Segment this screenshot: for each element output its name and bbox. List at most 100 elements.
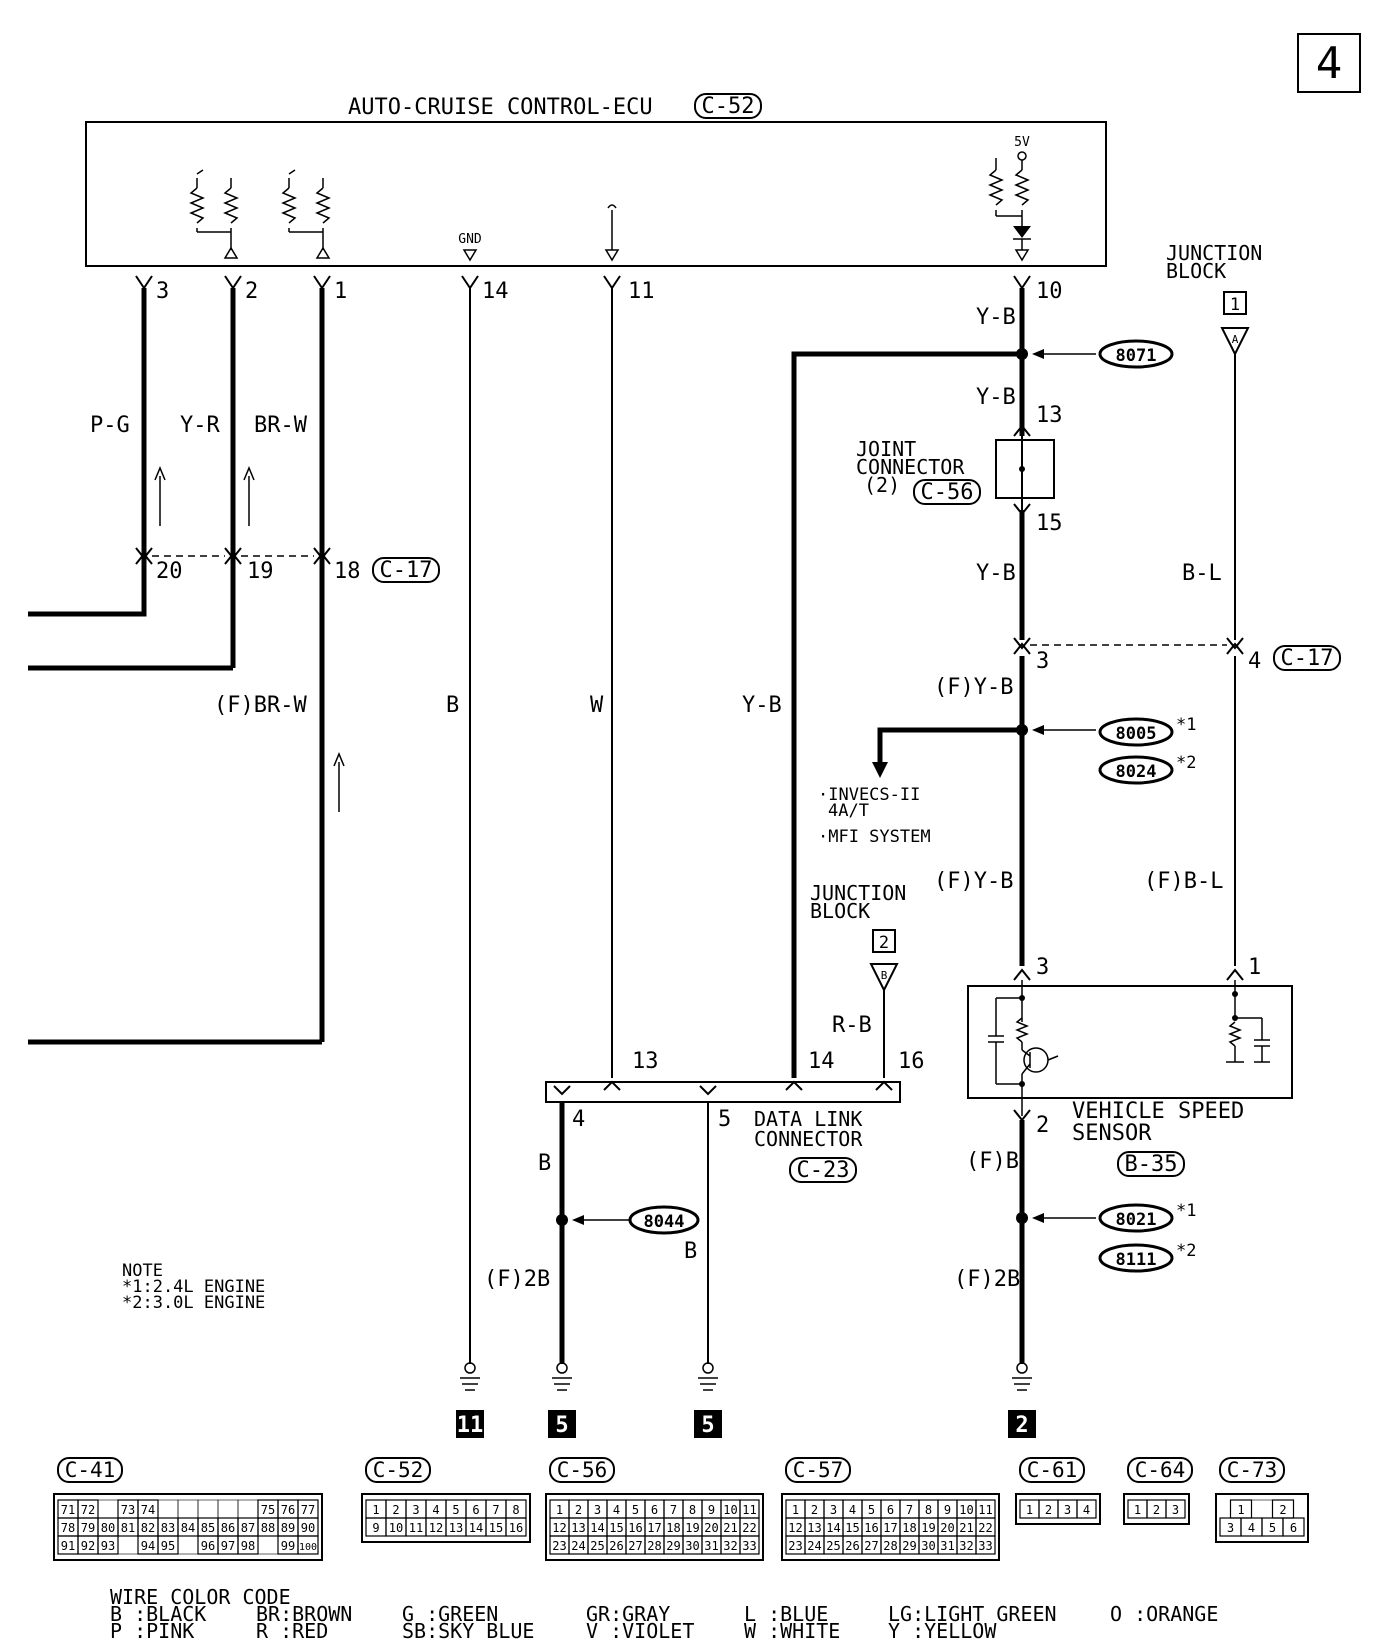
dlc-pin-13: 13: [632, 1049, 659, 1074]
wire-label-y-b-top: Y-B: [976, 305, 1016, 330]
connector-pin-c-52-12: 12: [429, 1521, 443, 1535]
connector-view-tag-c-73: [1219, 1457, 1285, 1483]
connector-pin-c-57-27: 27: [864, 1539, 878, 1553]
connector-cavity-empty: [257, 1535, 279, 1555]
wire-label-front-y-b-upper: (F)Y-B: [934, 675, 1013, 700]
wire-label-br-w: BR-W: [254, 413, 308, 438]
splice-8111-label: 8111: [1116, 1250, 1157, 1270]
connector-view-tag-c-57: [785, 1457, 851, 1483]
connector-view-housing-c-64: [1123, 1493, 1190, 1525]
connector-pin-c-41-77: 77: [301, 1503, 315, 1517]
branch-dest-invecs: ·INVECS-II: [818, 785, 920, 805]
connector-pin-c-57-6: 6: [887, 1503, 894, 1517]
connector-pin-c-52-15: 15: [489, 1521, 503, 1535]
connector-cavity-empty: [117, 1535, 139, 1555]
connector-pin-c-57-23: 23: [788, 1539, 802, 1553]
connector-pin-c-41-86: 86: [221, 1521, 235, 1535]
ecu-gnd-label: GND: [458, 232, 482, 247]
wire-pin10-trunk: Y-B Y-B Y-B (F)Y-B (F)Y-B: [934, 288, 1025, 966]
connector-pin-c-57-19: 19: [921, 1521, 935, 1535]
color-p: P :PINK: [110, 1619, 194, 1640]
splice-8021-label: 8021: [1116, 1210, 1157, 1230]
connector-pin-c-41-81: 81: [121, 1521, 135, 1535]
connector-cavity: [1076, 1499, 1097, 1519]
connector-view-name-c-52: C-52: [373, 1458, 424, 1482]
connector-pin-c-56-31: 31: [704, 1539, 718, 1553]
color-r: R :RED: [256, 1619, 328, 1640]
ground-5a: 5: [548, 1362, 576, 1438]
wire-label-y-b-branch: Y-B: [742, 693, 782, 718]
wire-label-b: B: [446, 693, 459, 718]
vss-label-line2: SENSOR: [1072, 1121, 1152, 1146]
junction-block-2: JUNCTION BLOCK 2 B R-B: [810, 881, 906, 1078]
wire-label-y-r: Y-R: [180, 413, 220, 438]
connector-pin-c-56-25: 25: [590, 1539, 604, 1553]
color-v: V :VIOLET: [586, 1619, 694, 1640]
splice-8071-branch: 8071 Y-B: [742, 339, 1174, 1078]
connector-cavity-empty: [97, 1499, 119, 1519]
connector-pin-c-57-33: 33: [978, 1539, 992, 1553]
connector-pin-c-57-3: 3: [830, 1503, 837, 1517]
signal-direction-arrows: [154, 466, 345, 812]
connector-pin-c-41-74: 74: [141, 1503, 155, 1517]
connector-pin-c-52-5: 5: [452, 1503, 459, 1517]
ecu-pin-1: 1: [334, 279, 347, 304]
connector-cavity: [1282, 1517, 1305, 1537]
connector-pin-c-56-23: 23: [552, 1539, 566, 1553]
connector-view-housing-c-52: [361, 1493, 531, 1543]
wire-label-vss2-2b: (F)2B: [954, 1267, 1020, 1292]
connector-view-housing-c-41: [53, 1493, 323, 1561]
connector-pin-c-52-13: 13: [449, 1521, 463, 1535]
connector-pin-c-56-30: 30: [685, 1539, 699, 1553]
connector-pin-c-52-14: 14: [469, 1521, 483, 1535]
connector-cavity: [975, 1535, 996, 1555]
dlc-connector-code: C-23: [797, 1158, 850, 1183]
connector-pin-c-52-2: 2: [392, 1503, 399, 1517]
connector-pin-c-56-27: 27: [628, 1539, 642, 1553]
connector-view-housing-c-61: [1015, 1493, 1101, 1525]
connector-pin-c-41-71: 71: [61, 1503, 75, 1517]
ground-5b: 5: [694, 1362, 722, 1438]
branch-dest-4at: 4A/T: [828, 801, 869, 821]
connector-pin-c-41-84: 84: [181, 1521, 195, 1535]
splice-8005-label: 8005: [1116, 724, 1157, 744]
connector-cavity-empty: [1251, 1499, 1273, 1519]
connector-pin-c-41-94: 94: [141, 1539, 155, 1553]
connector-pin-c-56-11: 11: [742, 1503, 756, 1517]
jb2-terminal: B: [881, 969, 888, 982]
connector-pin-c-57-16: 16: [864, 1521, 878, 1535]
wire-label-w: W: [590, 693, 604, 718]
connector-pin-c-57-5: 5: [868, 1503, 875, 1517]
wire-label-front-br-w: (F)BR-W: [214, 693, 307, 718]
connector-pin-c-61-3: 3: [1064, 1503, 1071, 1517]
wire-pin1: BR-W (F)BR-W: [28, 288, 325, 1045]
connector-pin-c-41-85: 85: [201, 1521, 215, 1535]
connector-view-tag-c-56: [549, 1457, 615, 1483]
connector-pin-c-73-4: 4: [1248, 1521, 1255, 1535]
connector-pin-c-56-6: 6: [651, 1503, 658, 1517]
connector-pin-c-56-32: 32: [723, 1539, 737, 1553]
connector-pin-c-41-91: 91: [61, 1539, 75, 1553]
wire-label-p-g: P-G: [90, 413, 130, 438]
connector-pin-c-41-72: 72: [81, 1503, 95, 1517]
vss-pin-3: 3: [1036, 955, 1049, 980]
wire-dlc5: B: [684, 1102, 709, 1364]
connector-pin-c-57-25: 25: [826, 1539, 840, 1553]
ground-label-5a: 5: [555, 1413, 568, 1438]
connector-pin-c-56-3: 3: [594, 1503, 601, 1517]
connector-pin-c-57-9: 9: [944, 1503, 951, 1517]
color-lg: LG:LIGHT GREEN: [888, 1602, 1057, 1626]
wire-pin3: P-G: [28, 288, 147, 617]
connector-pin-c-57-1: 1: [792, 1503, 799, 1517]
color-g: G :GREEN: [402, 1602, 498, 1626]
joint-pin-13: 13: [1036, 403, 1063, 428]
ground-label-5b: 5: [701, 1413, 714, 1438]
connector-pin-c-52-1: 1: [372, 1503, 379, 1517]
wire-color-code: WIRE COLOR CODE B :BLACK BR:BROWN G :GRE…: [110, 1585, 1218, 1640]
connector-pin-c-56-17: 17: [647, 1521, 661, 1535]
ecu-pin-2: 2: [245, 279, 258, 304]
note-line-2: *2:3.0L ENGINE: [122, 1293, 265, 1313]
connector-pin-c-41-98: 98: [241, 1539, 255, 1553]
ecu-input-circuit-3-2: [189, 169, 239, 259]
